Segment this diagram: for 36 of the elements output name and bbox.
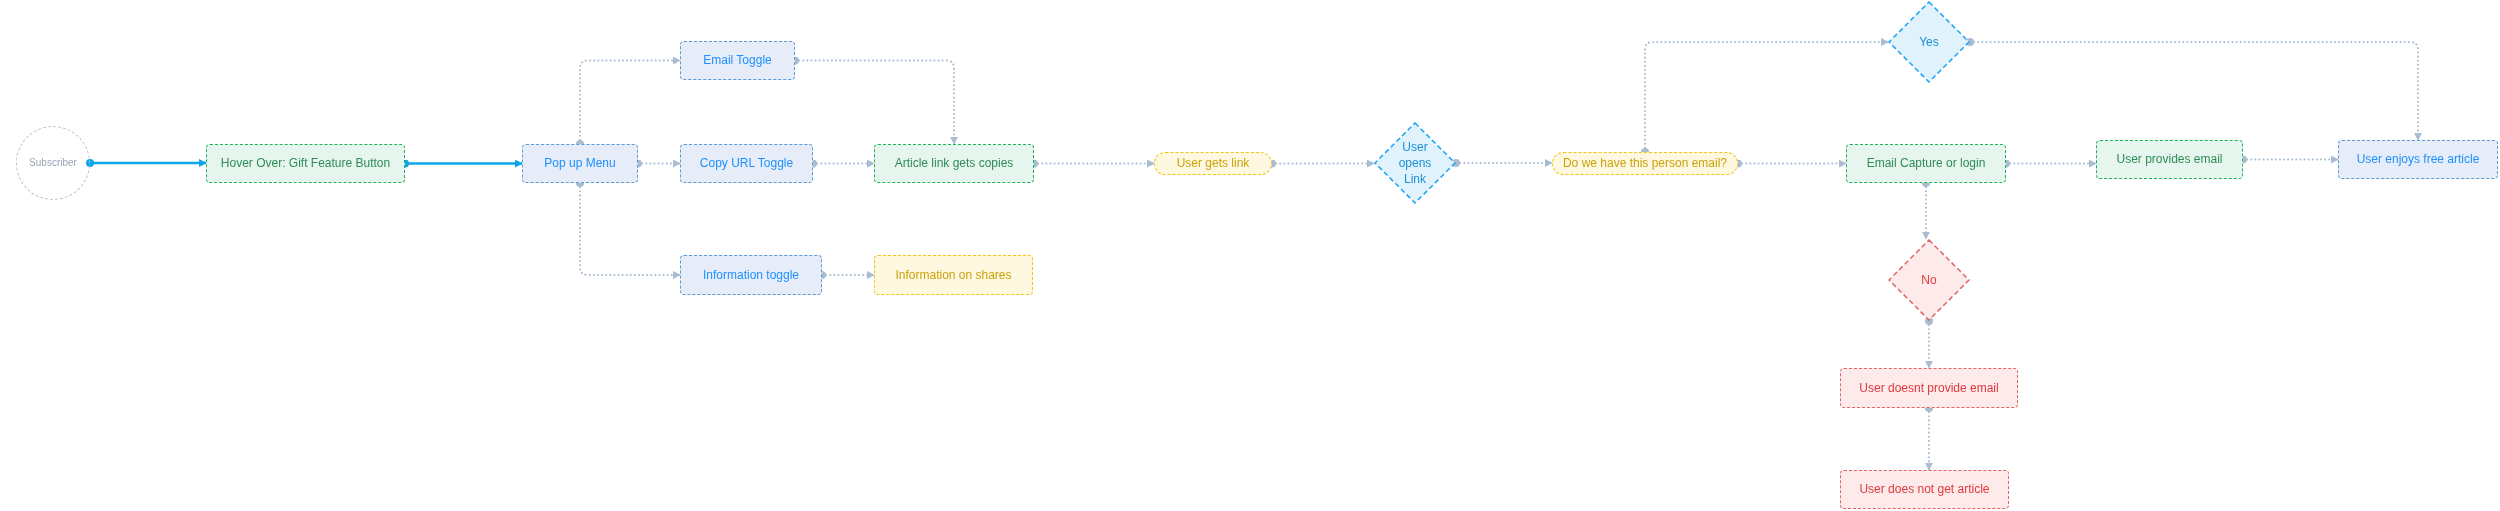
node-label: No — [1920, 271, 1938, 289]
node-label: Information on shares — [894, 266, 1013, 284]
node-label: Hover Over: Gift Feature Button — [219, 155, 392, 172]
node-label: Do we have this person email? — [1561, 155, 1729, 172]
process-box — [2338, 140, 2498, 179]
node-label: Article link gets copies — [893, 155, 1015, 172]
process-box — [680, 255, 822, 295]
process-box — [1846, 144, 2006, 183]
node-label: Subscriber — [28, 156, 78, 170]
node-label: User does not get article — [1858, 481, 1991, 498]
arrow — [1452, 159, 1553, 167]
node-label: Email Capture or login — [1865, 155, 1987, 172]
arrow — [86, 159, 207, 167]
node-label: Pop up Menu — [543, 155, 617, 172]
process-box — [874, 255, 1033, 295]
process-box — [680, 144, 813, 183]
node-label: Email Toggle — [702, 52, 773, 69]
node-label: User provides email — [2115, 151, 2224, 168]
node-label: Yes — [1918, 33, 1940, 51]
process-box — [522, 144, 638, 183]
node-label: User opens Link — [1397, 138, 1433, 188]
process-box — [206, 144, 405, 183]
node-label: User enjoys free article — [2355, 151, 2481, 168]
process-box — [1840, 368, 2018, 408]
node-label: User gets link — [1175, 155, 1251, 172]
process-box — [874, 144, 1034, 183]
terminal-pill — [1154, 152, 1272, 175]
process-box — [680, 41, 795, 80]
arrow — [1925, 317, 1933, 369]
node-label: Copy URL Toggle — [698, 155, 795, 172]
process-box — [2096, 140, 2243, 179]
node-label: User doesnt provide email — [1858, 379, 2000, 397]
arrow — [1966, 38, 2422, 141]
node-label: Information toggle — [701, 266, 801, 284]
process-box — [1840, 470, 2009, 509]
terminal-pill — [1552, 152, 1738, 175]
